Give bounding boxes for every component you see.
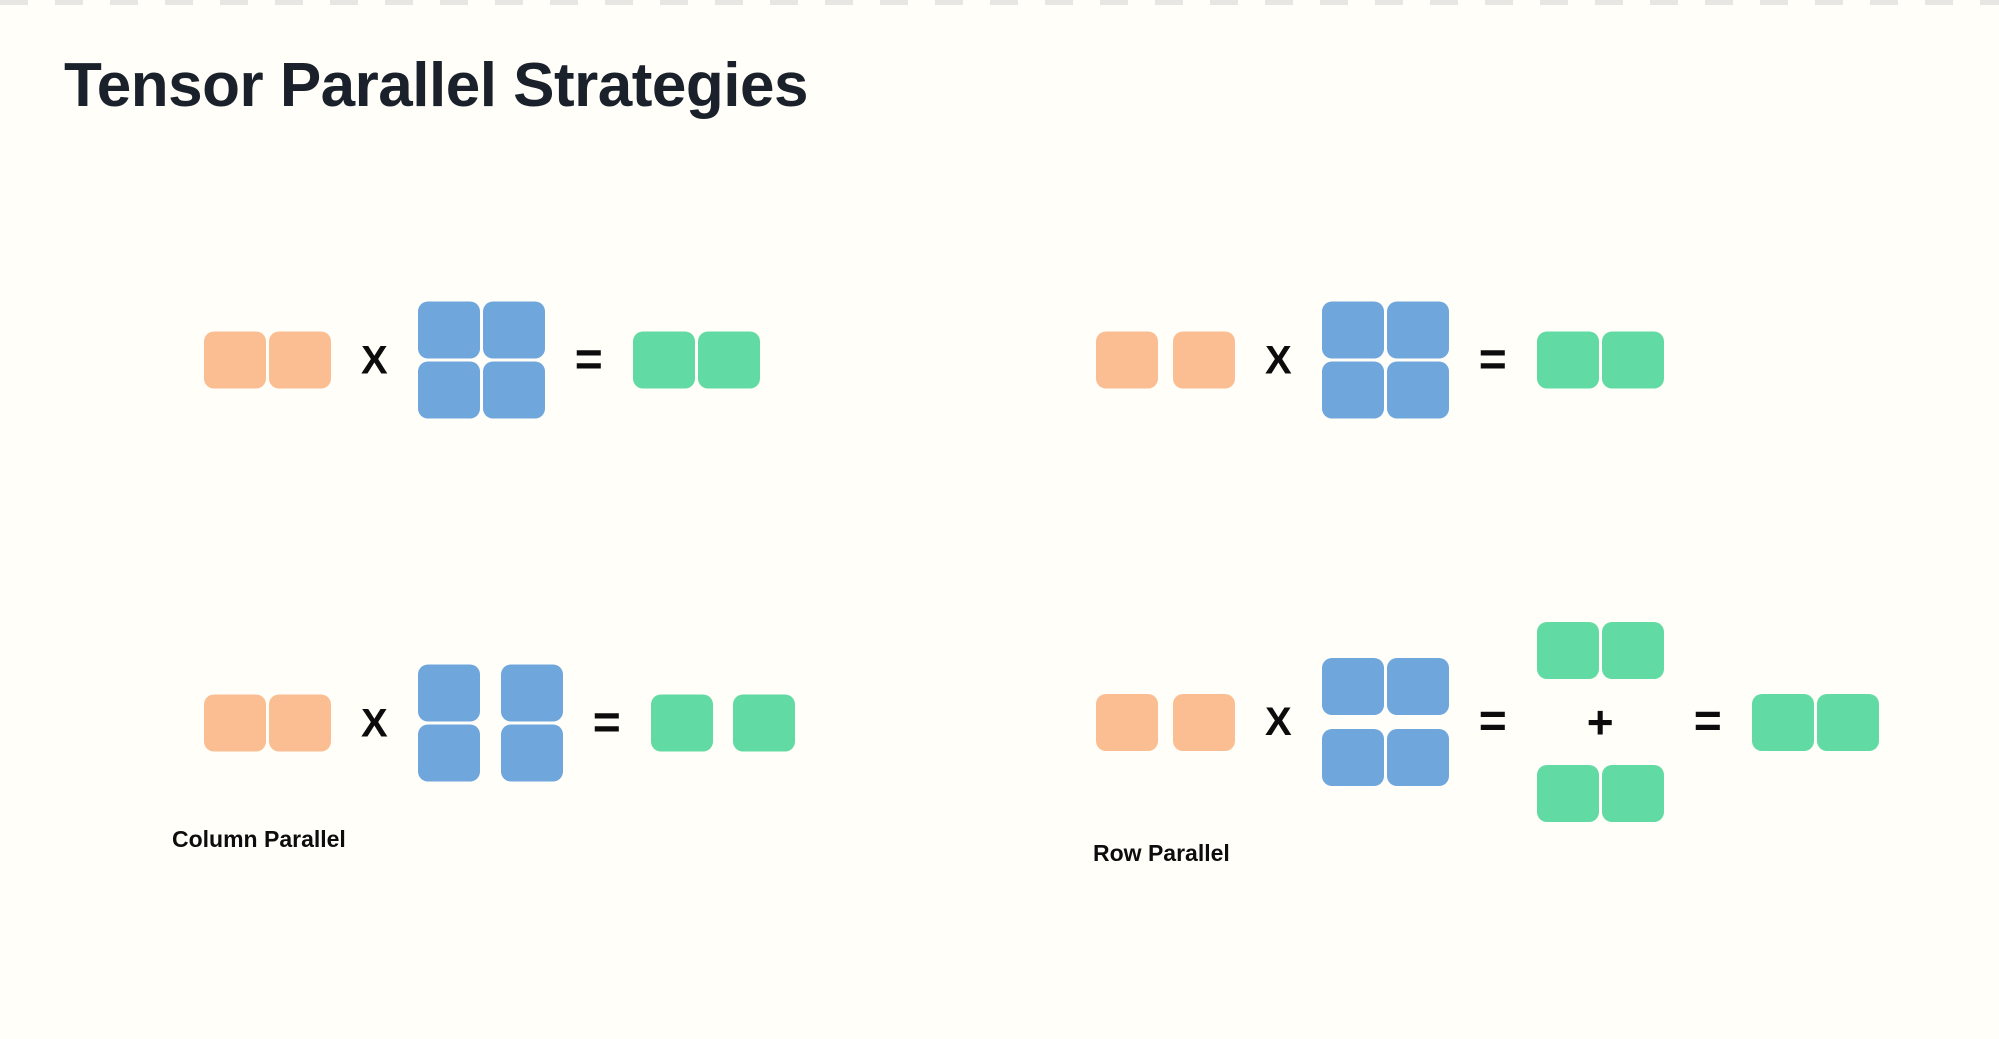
input-matrix: [1096, 693, 1235, 751]
input-block: [269, 694, 331, 752]
partial-sum-stack: +: [1536, 622, 1664, 822]
weight-block: [1321, 729, 1384, 786]
weight-block: [1386, 658, 1449, 715]
weight-block: [482, 301, 545, 359]
output-matrix: [1536, 765, 1664, 822]
output-matrix: [650, 694, 795, 752]
input-block: [1096, 693, 1158, 751]
diagram-replicated: X=: [204, 301, 760, 419]
weight-block: [417, 301, 480, 359]
input-block: [269, 331, 331, 389]
input-block: [1173, 331, 1235, 389]
weight-block: [1321, 658, 1384, 715]
output-matrix: [1751, 693, 1879, 751]
input-matrix: [204, 694, 331, 752]
equals-operator: =: [1478, 333, 1507, 386]
output-matrix: [1536, 331, 1664, 389]
weight-block: [500, 664, 563, 722]
weight-matrix: [1321, 658, 1449, 786]
equals-operator: =: [574, 333, 603, 386]
multiply-operator: X: [1265, 700, 1292, 744]
output-block: [1536, 765, 1599, 822]
weight-block: [500, 724, 563, 782]
weight-block: [1386, 301, 1449, 359]
output-block: [732, 694, 795, 752]
weight-matrix: [417, 664, 563, 782]
plus-operator: +: [1586, 696, 1614, 748]
input-block: [204, 331, 266, 389]
top-edge-dashes: [0, 0, 1999, 5]
output-block: [1816, 693, 1879, 751]
diagram-split-input: X=: [1096, 301, 1664, 419]
diagram-column-parallel: X=: [204, 664, 795, 782]
page-title: Tensor Parallel Strategies: [64, 51, 808, 120]
output-block: [1536, 331, 1599, 389]
output-matrix: [632, 331, 760, 389]
output-block: [697, 331, 760, 389]
weight-matrix: [417, 301, 545, 419]
equals-operator: =: [592, 696, 621, 749]
output-block: [632, 331, 695, 389]
input-block: [1096, 331, 1158, 389]
output-block: [1601, 622, 1664, 679]
output-block: [1536, 622, 1599, 679]
weight-block: [417, 724, 480, 782]
input-matrix: [204, 331, 331, 389]
weight-block: [417, 361, 480, 419]
output-matrix: [1536, 622, 1664, 679]
equals-operator: =: [1478, 695, 1507, 748]
column-parallel-label: Column Parallel: [172, 826, 346, 852]
weight-block: [482, 361, 545, 419]
input-block: [204, 694, 266, 752]
output-block: [1751, 693, 1814, 751]
weight-block: [1386, 729, 1449, 786]
multiply-operator: X: [361, 701, 388, 745]
row-parallel-label: Row Parallel: [1093, 840, 1230, 866]
input-block: [1173, 693, 1235, 751]
multiply-operator: X: [361, 338, 388, 382]
weight-matrix: [1321, 301, 1449, 419]
output-block: [650, 694, 713, 752]
weight-block: [1386, 361, 1449, 419]
weight-block: [1321, 361, 1384, 419]
weight-block: [1321, 301, 1384, 359]
diagram-row-parallel: X = + =: [1096, 622, 1879, 822]
output-block: [1601, 331, 1664, 389]
output-block: [1601, 765, 1664, 822]
input-matrix: [1096, 331, 1235, 389]
equals-operator: =: [1693, 695, 1722, 748]
multiply-operator: X: [1265, 338, 1292, 382]
weight-block: [417, 664, 480, 722]
